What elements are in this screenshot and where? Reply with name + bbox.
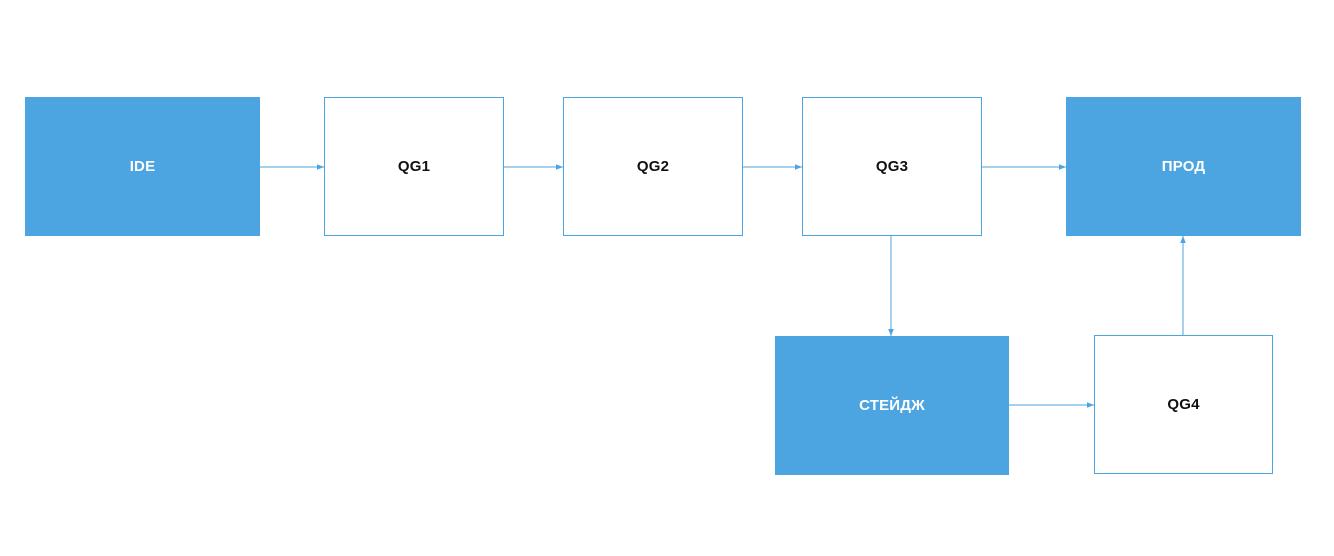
- node-qg2-label: QG2: [636, 158, 670, 175]
- node-qg3-label: QG3: [875, 158, 909, 175]
- node-prod-label: ПРОД: [1161, 158, 1206, 175]
- node-qg2: QG2: [563, 97, 743, 236]
- node-ide-label: IDE: [129, 158, 156, 175]
- node-qg1: QG1: [324, 97, 504, 236]
- node-stage-label: СТЕЙДЖ: [859, 397, 925, 414]
- node-stage: СТЕЙДЖ: [775, 336, 1009, 475]
- node-qg4: QG4: [1094, 335, 1273, 474]
- node-qg4-label: QG4: [1167, 396, 1200, 413]
- node-qg3: QG3: [802, 97, 982, 236]
- node-prod: ПРОД: [1066, 97, 1301, 236]
- node-qg1-label: QG1: [397, 158, 431, 175]
- node-ide: IDE: [25, 97, 260, 236]
